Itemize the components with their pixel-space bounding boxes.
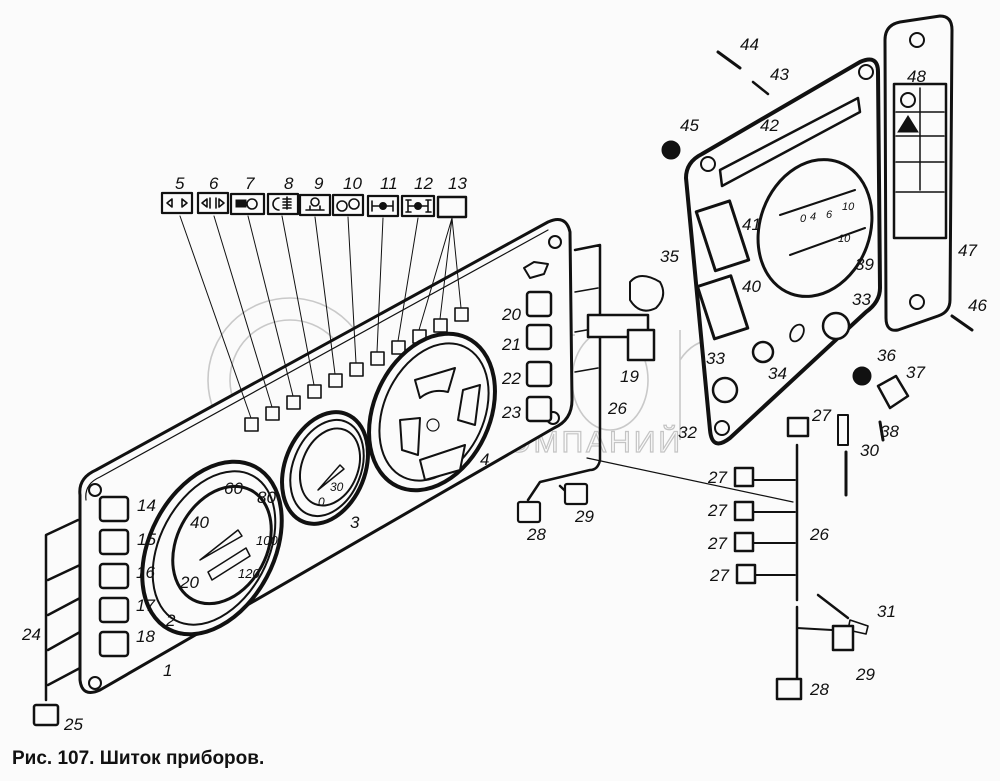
callout-32: 32	[678, 423, 697, 442]
right-cluster-panel-42: 0 4 6 10 10	[684, 57, 882, 446]
callout-27-b: 27	[707, 501, 727, 520]
callout-33-left: 33	[706, 349, 725, 368]
callout-27-c: 27	[707, 534, 727, 553]
small-parts	[629, 50, 974, 635]
callout-26-upper: 26	[607, 399, 627, 418]
wire-harness-26-lower	[586, 416, 855, 701]
callout-26-lower: 26	[809, 525, 829, 544]
gauge-39-lower-tick-10: 10	[838, 233, 851, 245]
callout-33-right: 33	[852, 290, 871, 309]
callout-20: 20	[501, 305, 521, 324]
speedometer-tick-80: 80	[257, 488, 276, 507]
combination-gauge	[367, 331, 497, 493]
callout-16: 16	[136, 563, 155, 582]
callout-28-upper: 28	[526, 525, 546, 544]
callout-34: 34	[768, 364, 787, 383]
speedometer-tick-40: 40	[190, 513, 209, 532]
gauge-39-upper-tick-4: 4	[810, 211, 816, 223]
speedometer-tick-60: 60	[224, 479, 243, 498]
callout-4: 4	[480, 450, 489, 469]
callout-19: 19	[620, 367, 639, 386]
callout-7: 7	[245, 174, 255, 193]
callout-42: 42	[760, 116, 779, 135]
callout-27-top: 27	[811, 406, 831, 425]
indicator-symbol-strip	[160, 191, 468, 219]
callout-labels: 1 2 3 4 5 6 7 8 9 10 11 12 13 14 15 16 1…	[21, 35, 987, 734]
gauge-39-upper-tick-0: 0	[800, 213, 807, 225]
brake-fault-indicator-icon	[331, 193, 365, 217]
speedometer: 20 40 60 80 100 120	[140, 459, 284, 637]
switch-column-right	[523, 261, 553, 423]
parking-brake-indicator-icon	[298, 193, 332, 217]
callout-41: 41	[742, 215, 761, 234]
callout-44: 44	[740, 35, 759, 54]
wire-harness-26-upper	[516, 243, 656, 524]
speedometer-tick-100: 100	[256, 533, 278, 548]
callout-47: 47	[958, 241, 977, 260]
callout-21: 21	[501, 335, 521, 354]
callout-31: 31	[877, 602, 896, 621]
gauge-39-upper-tick-10: 10	[842, 201, 855, 213]
callout-28-lower: 28	[809, 680, 829, 699]
callout-46: 46	[968, 296, 987, 315]
callout-3: 3	[350, 513, 360, 532]
callout-39: 39	[855, 255, 874, 274]
gauge-39-upper-tick-6: 6	[826, 209, 833, 221]
callout-40: 40	[742, 277, 761, 296]
callout-8: 8	[284, 174, 294, 193]
callout-5: 5	[175, 174, 185, 193]
callout-45: 45	[680, 116, 699, 135]
callout-43: 43	[770, 65, 789, 84]
callout-48: 48	[907, 67, 926, 86]
tachometer-tick-0: 0	[318, 495, 325, 509]
trailer-turn-signal-indicator-icon	[196, 191, 230, 215]
inter-axle-lock-indicator-icon	[400, 194, 436, 218]
callout-37: 37	[906, 363, 925, 382]
callout-9: 9	[314, 174, 324, 193]
callout-24: 24	[21, 625, 41, 644]
callout-27-a: 27	[707, 468, 727, 487]
callout-35: 35	[660, 247, 679, 266]
tachometer-tick-30: 30	[330, 480, 344, 494]
warning-panel-47	[883, 14, 954, 332]
callout-17: 17	[136, 596, 155, 615]
callout-12: 12	[414, 174, 433, 193]
callout-2: 2	[165, 611, 176, 630]
callout-13: 13	[448, 174, 467, 193]
axle-lock-indicator-icon	[366, 194, 400, 218]
callout-23: 23	[501, 403, 521, 422]
callout-29-lower: 29	[855, 665, 875, 684]
callout-6: 6	[209, 174, 219, 193]
callout-18: 18	[136, 627, 155, 646]
blank-indicator-icon	[436, 195, 468, 219]
callout-25: 25	[63, 715, 83, 734]
indicator-leader-lines	[179, 215, 462, 419]
callout-14: 14	[137, 496, 156, 515]
callout-30: 30	[860, 441, 879, 460]
callout-15: 15	[137, 530, 156, 549]
speedometer-tick-20: 20	[179, 573, 199, 592]
callout-38: 38	[880, 422, 899, 441]
callout-1: 1	[163, 661, 172, 680]
wire-harness-24	[32, 518, 82, 727]
callout-10: 10	[343, 174, 362, 193]
callout-29-upper: 29	[574, 507, 594, 526]
callout-22: 22	[501, 369, 521, 388]
callout-27-d: 27	[709, 566, 729, 585]
turn-signal-indicator-icon	[160, 191, 194, 215]
callout-11: 11	[380, 174, 398, 193]
figure-caption: Рис. 107. Шиток приборов.	[12, 748, 265, 769]
callout-36: 36	[877, 346, 896, 365]
rear-fog-light-indicator-icon	[266, 192, 300, 216]
speedometer-tick-120: 120	[238, 566, 260, 581]
tachometer: 0 30	[280, 410, 370, 526]
switch-column-left	[98, 495, 130, 658]
high-beam-indicator-icon	[229, 192, 266, 216]
